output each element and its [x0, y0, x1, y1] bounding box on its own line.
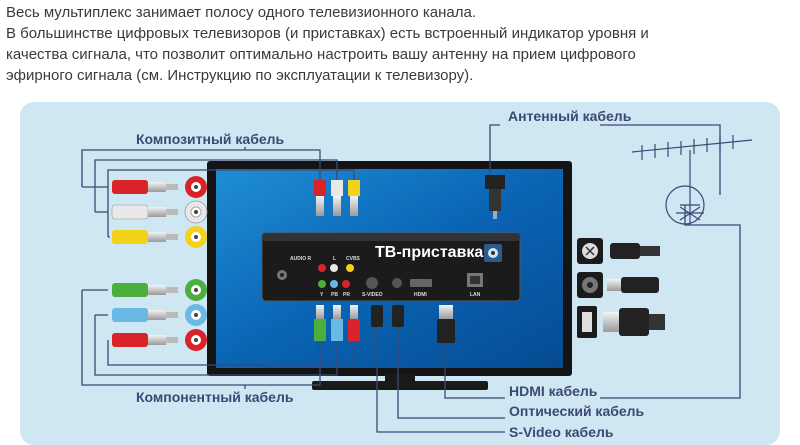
- component-plug-green: [112, 283, 178, 297]
- label-optical-cable: Оптический кабель: [506, 403, 648, 419]
- antenna-plug-top: [485, 175, 505, 219]
- port-label-pr: PR: [343, 292, 350, 298]
- composite-plugs-top: [314, 180, 360, 216]
- intro-line-3: качества сигнала, что позволит оптимальн…: [6, 46, 636, 63]
- component-plug-blue: [112, 308, 178, 322]
- intro-line-4: эфирного сигнала (см. Инструкцию по эксп…: [6, 67, 474, 84]
- composite-plugs: [111, 180, 178, 244]
- port-label-lan: LAN: [470, 292, 481, 298]
- intro-line-2: В большинстве цифровых телевизоров (и пр…: [6, 25, 649, 42]
- port-label-audio: AUDIO R: [290, 256, 312, 262]
- component-plugs: [112, 283, 178, 347]
- port-label-hdmi: HDMI: [414, 292, 427, 298]
- port-label-svideo: S-VIDEO: [362, 292, 383, 298]
- tv-stand: [312, 381, 488, 390]
- component-plugs-bottom: [314, 305, 360, 341]
- component-plug-red: [112, 333, 178, 347]
- composite-plug-red: [112, 180, 178, 194]
- optical-port: [392, 278, 402, 288]
- port-label-y: Y: [320, 292, 324, 298]
- set-top-box: [261, 232, 521, 302]
- label-composite-cable: Композитный кабель: [133, 131, 288, 147]
- label-antenna-cable: Антенный кабель: [505, 108, 635, 124]
- optical-plug-bottom: [392, 305, 404, 327]
- antenna-cable-icon: [577, 238, 660, 264]
- component-jacks: [185, 279, 207, 351]
- tv-neck: [385, 374, 415, 384]
- hdmi-plug-bottom: [437, 305, 455, 343]
- antenna-icon: [631, 135, 753, 225]
- port-label-cvbs: CVBS: [346, 256, 360, 262]
- label-svideo-cable: S-Video кабель: [506, 424, 617, 440]
- composite-plug-white: [111, 204, 178, 220]
- label-hdmi-cable: HDMI кабель: [506, 383, 601, 399]
- intro-line-1: Весь мультиплекс занимает полосу одного …: [6, 4, 477, 21]
- hdmi-cable-icon: [577, 306, 665, 338]
- composite-jacks: [184, 176, 208, 248]
- antenna-highlight-circle: [665, 185, 705, 225]
- intro-text: Весь мультиплекс занимает полосу одного …: [6, 2, 796, 86]
- port-label-l: L: [333, 256, 337, 262]
- hdmi-port: [410, 279, 432, 287]
- svideo-port: [366, 277, 378, 289]
- svideo-plug-bottom: [371, 305, 383, 327]
- port-label-pb: PB: [331, 292, 338, 298]
- optical-cable-icon: [577, 272, 659, 298]
- composite-plug-yellow: [112, 230, 178, 244]
- set-top-box-title: ТВ-приставка: [375, 244, 484, 261]
- label-component-cable: Компонентный кабель: [133, 389, 297, 405]
